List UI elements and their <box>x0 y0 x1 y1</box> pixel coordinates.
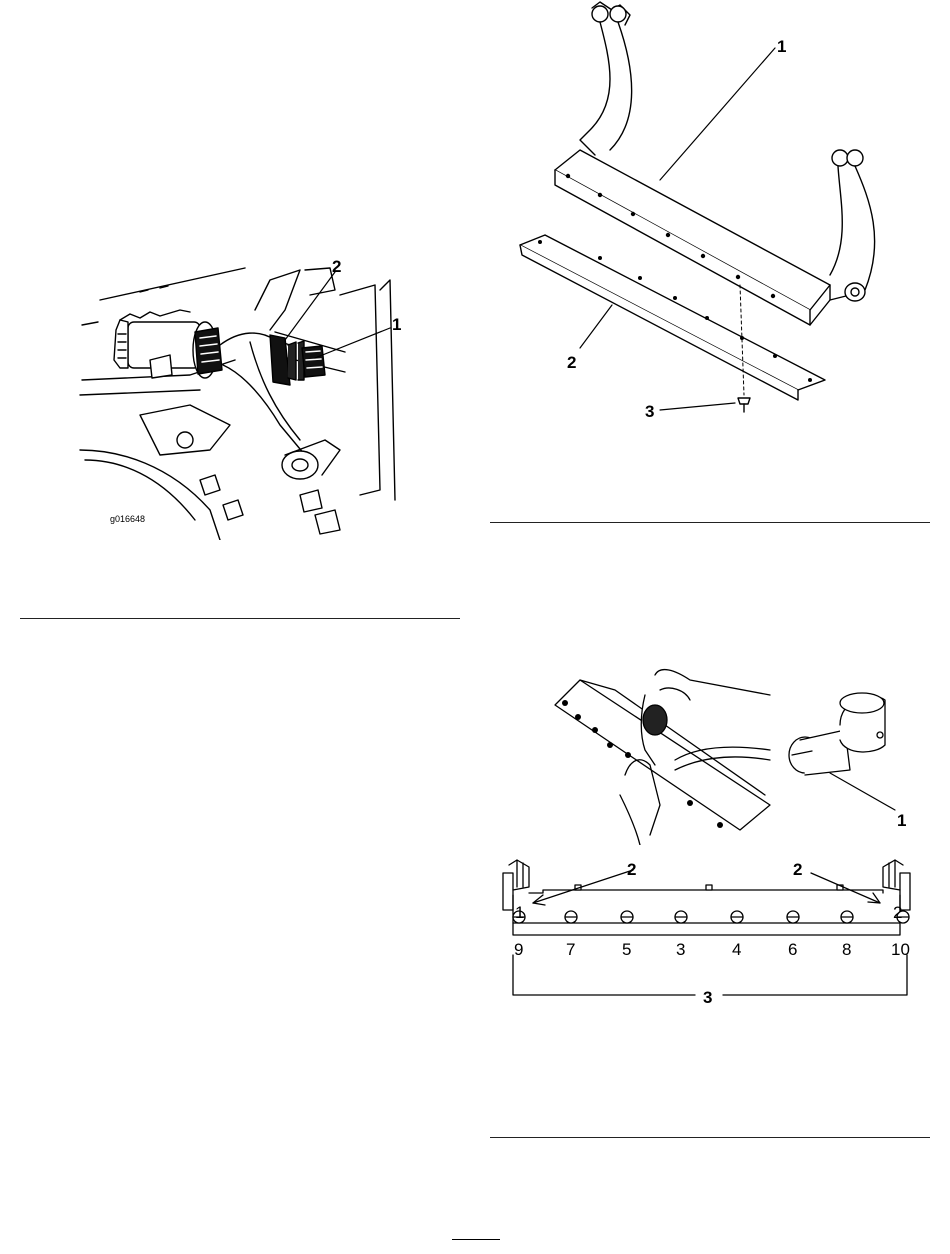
callout-1: 1 <box>777 37 786 56</box>
callout-1: 1 <box>897 811 906 830</box>
callout-2-right: 2 <box>793 860 802 879</box>
end-label-left: 1 <box>515 903 524 922</box>
bedknife-figure: 1 2 3 <box>500 0 930 430</box>
callout-3: 3 <box>703 988 712 1007</box>
right-divider-bottom <box>490 1137 930 1138</box>
callout-1: 1 <box>392 315 401 334</box>
torque-sequence-figure: 2 2 3 1 2 9 7 5 3 4 6 8 10 <box>495 855 925 1015</box>
end-label-right: 2 <box>893 903 902 922</box>
adjuster-figure: 2 1 g016648 <box>60 250 460 540</box>
seq-label: 9 <box>514 940 523 959</box>
callout-2-left: 2 <box>627 860 636 879</box>
right-divider-top <box>490 522 930 523</box>
seq-label: 7 <box>566 940 575 959</box>
callout-3: 3 <box>645 402 654 421</box>
seq-label: 8 <box>842 940 851 959</box>
seq-label: 6 <box>788 940 797 959</box>
figure-id: g016648 <box>110 514 145 524</box>
sequence-labels: 9 7 5 3 4 6 8 10 <box>514 940 910 959</box>
seq-label: 4 <box>732 940 741 959</box>
left-divider <box>20 618 460 619</box>
cleaning-figure: 1 <box>540 655 920 845</box>
callout-2: 2 <box>567 353 576 372</box>
seq-label: 10 <box>891 940 910 959</box>
page-number-rule <box>452 1239 500 1240</box>
seq-label: 3 <box>676 940 685 959</box>
seq-label: 5 <box>622 940 631 959</box>
callout-2: 2 <box>332 257 341 276</box>
